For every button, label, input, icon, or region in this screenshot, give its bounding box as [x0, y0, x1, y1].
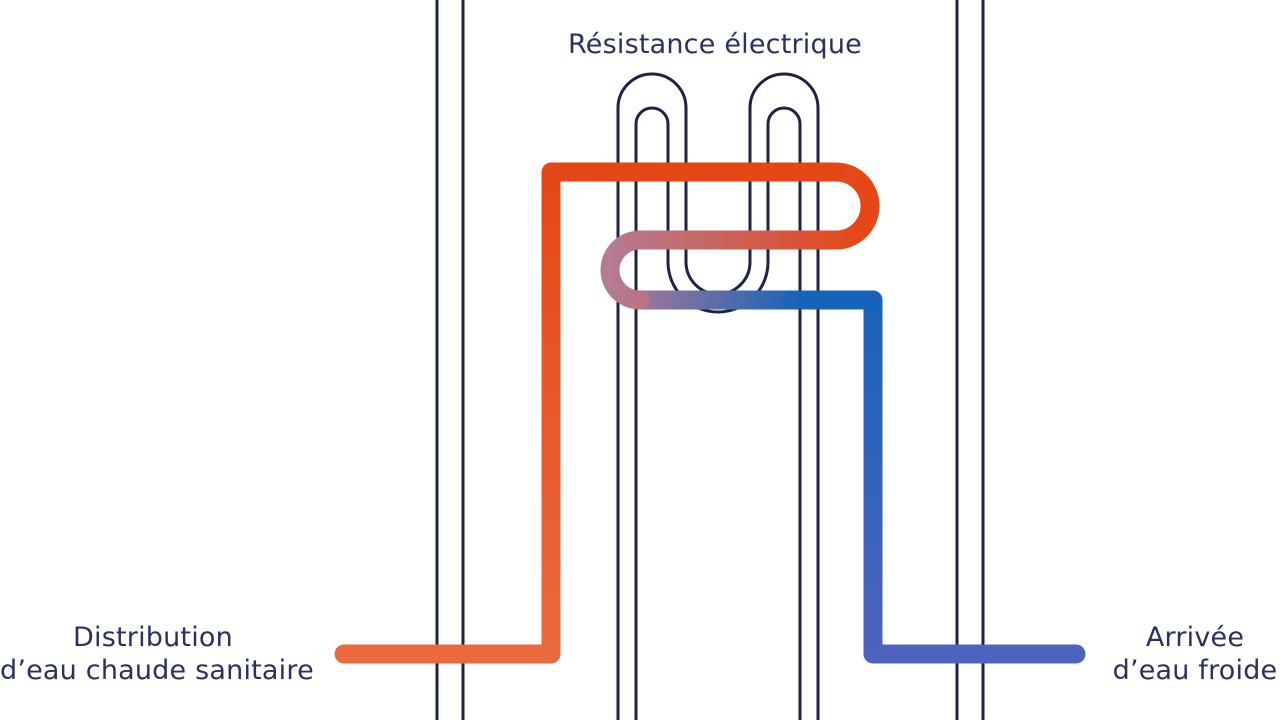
cold-water-inlet-label: Arrivée d’eau froide: [1110, 621, 1280, 687]
cold-label-line-2: d’eau froide: [1112, 655, 1278, 686]
resistance-label: Résistance électrique: [568, 29, 862, 60]
water-pipe: [334, 162, 1086, 664]
hot-label-line-2: d’eau chaude sanitaire: [0, 655, 314, 686]
heating-loop-pipe: [600, 162, 880, 310]
cold-label-line-1: Arrivée: [1145, 622, 1245, 653]
cold-water-inlet-pipe: [863, 290, 1086, 664]
resistance-inner-contour: [634, 106, 802, 720]
hot-water-outlet-pipe: [334, 162, 846, 664]
hot-label-line-1: Distribution: [73, 622, 233, 653]
hot-water-distribution-label: Distribution d’eau chaude sanitaire: [0, 621, 314, 687]
tank-walls: [435, 0, 985, 720]
